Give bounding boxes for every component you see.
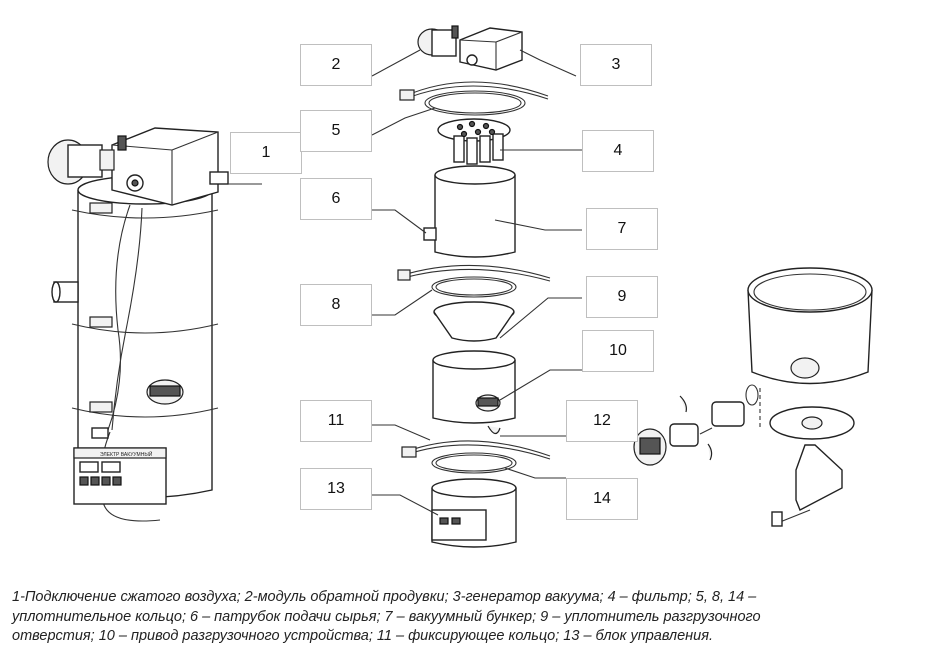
vacuum-loader-exploded-diagram: ЭЛЕКТР ВАКУУМНЫЙ bbox=[47, 25, 873, 548]
exploded-stack bbox=[397, 25, 551, 548]
discharge-assembly bbox=[633, 267, 873, 527]
callout-label-6: 6 bbox=[300, 178, 372, 220]
callout-label-2: 2 bbox=[300, 44, 372, 86]
caption-line-2: уплотнительное кольцо; 6 – патрубок пода… bbox=[12, 608, 761, 625]
callout-label-11: 11 bbox=[300, 400, 372, 442]
callout-label-13: 13 bbox=[300, 468, 372, 510]
callout-label-3: 3 bbox=[580, 44, 652, 86]
control-box-label: ЭЛЕКТР ВАКУУМНЫЙ bbox=[100, 450, 153, 458]
callout-label-10: 10 bbox=[582, 330, 654, 372]
assembled-loader: ЭЛЕКТР ВАКУУМНЫЙ bbox=[47, 127, 262, 522]
callout-label-14: 14 bbox=[566, 478, 638, 520]
caption: 1-Подключение сжатого воздуха; 2-модуль … bbox=[12, 588, 937, 647]
callout-label-12: 12 bbox=[566, 400, 638, 442]
callout-label-1: 1 bbox=[230, 132, 302, 174]
caption-line-3: отверстия; 10 – привод разгрузочного уст… bbox=[12, 628, 713, 644]
leader-lines bbox=[371, 49, 582, 516]
callout-label-5: 5 bbox=[300, 110, 372, 152]
callout-label-4: 4 bbox=[582, 130, 654, 172]
callout-label-7: 7 bbox=[586, 208, 658, 250]
callout-label-8: 8 bbox=[300, 284, 372, 326]
caption-line-1: 1-Подключение сжатого воздуха; 2-модуль … bbox=[12, 589, 757, 605]
callout-label-9: 9 bbox=[586, 276, 658, 318]
